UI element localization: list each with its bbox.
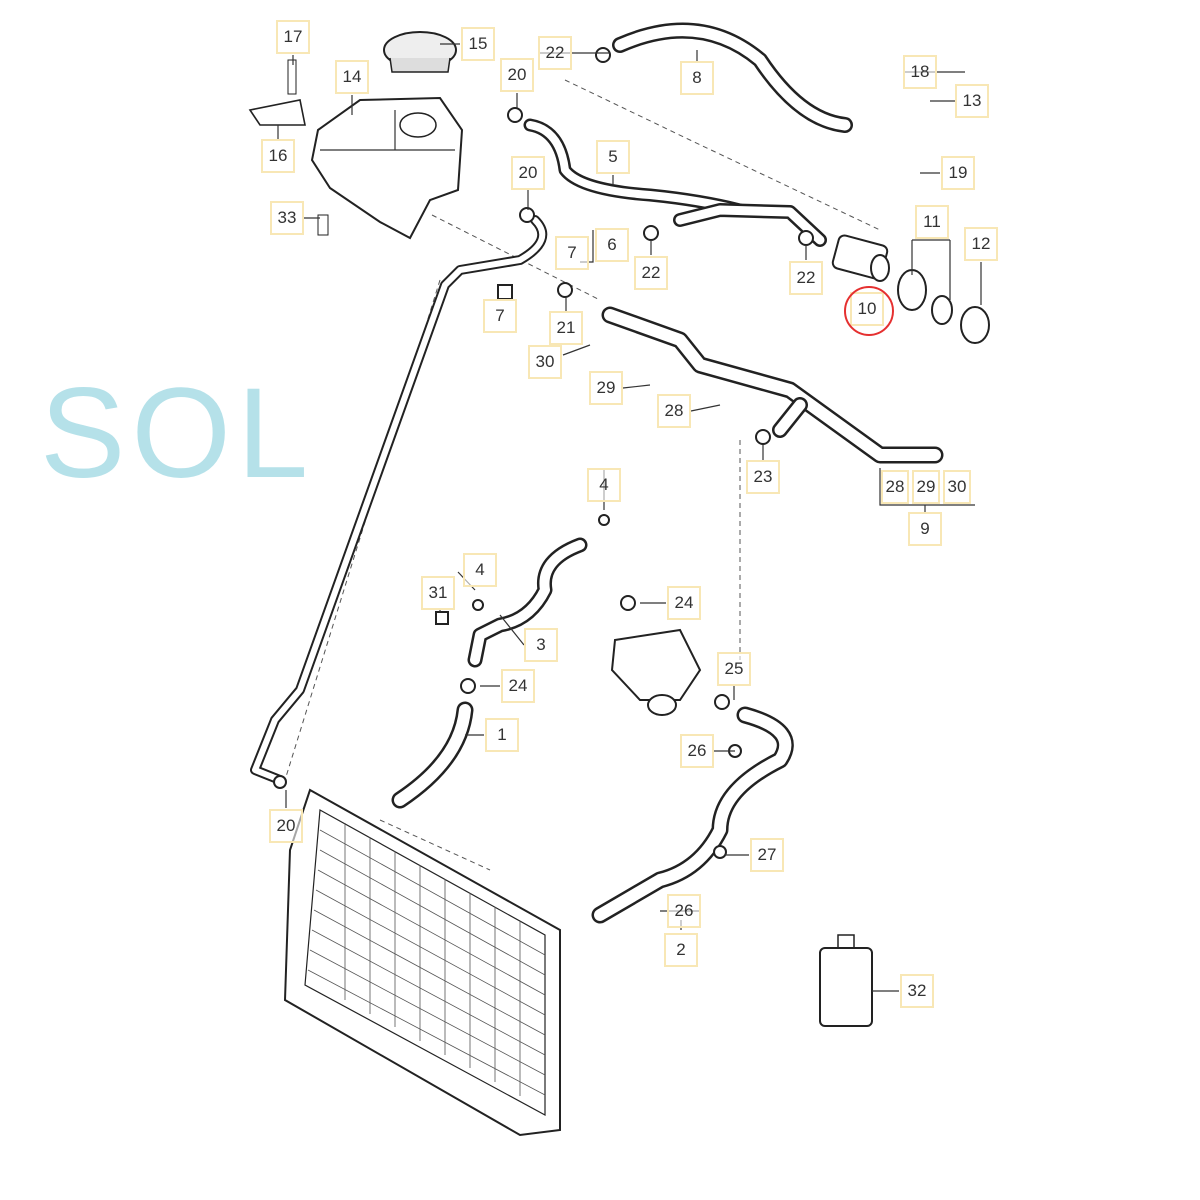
callout-4: 4 bbox=[463, 553, 497, 587]
thermostat-housing bbox=[610, 628, 702, 716]
callout-31: 31 bbox=[421, 576, 455, 610]
callout-30: 30 bbox=[528, 345, 562, 379]
tank-cap bbox=[383, 31, 457, 73]
callout-7: 7 bbox=[555, 236, 589, 270]
callout-33: 33 bbox=[270, 201, 304, 235]
callout-20: 20 bbox=[500, 58, 534, 92]
callout-29: 29 bbox=[912, 470, 940, 504]
callout-6: 6 bbox=[595, 228, 629, 262]
callout-22: 22 bbox=[538, 36, 572, 70]
hoses bbox=[250, 22, 944, 924]
hose-clamps bbox=[273, 47, 814, 859]
callout-27: 27 bbox=[750, 838, 784, 872]
callout-26: 26 bbox=[667, 894, 701, 928]
callout-17: 17 bbox=[276, 20, 310, 54]
callout-11: 11 bbox=[915, 205, 949, 239]
callout-20: 20 bbox=[511, 156, 545, 190]
callout-14: 14 bbox=[335, 60, 369, 94]
callout-3: 3 bbox=[524, 628, 558, 662]
leader-line bbox=[564, 79, 881, 231]
callout-26: 26 bbox=[680, 734, 714, 768]
callout-28: 28 bbox=[657, 394, 691, 428]
callout-20: 20 bbox=[269, 809, 303, 843]
callout-4: 4 bbox=[587, 468, 621, 502]
callout-8: 8 bbox=[680, 61, 714, 95]
callout-2: 2 bbox=[664, 933, 698, 967]
callout-22: 22 bbox=[789, 261, 823, 295]
callout-21: 21 bbox=[549, 311, 583, 345]
callout-29: 29 bbox=[589, 371, 623, 405]
leader-line bbox=[379, 819, 491, 871]
highlight-circle bbox=[844, 286, 894, 336]
callout-7: 7 bbox=[483, 299, 517, 333]
radiator bbox=[283, 788, 561, 1137]
coolant-valve bbox=[831, 234, 890, 282]
seal-parts bbox=[897, 269, 990, 344]
callout-13: 13 bbox=[955, 84, 989, 118]
coolant-bottle bbox=[819, 934, 873, 1027]
callout-23: 23 bbox=[746, 460, 780, 494]
watermark: SOL bbox=[40, 362, 315, 505]
callout-15: 15 bbox=[461, 27, 495, 61]
expansion-tank bbox=[310, 96, 464, 240]
callout-28: 28 bbox=[881, 470, 909, 504]
callout-25: 25 bbox=[717, 652, 751, 686]
callout-24: 24 bbox=[501, 669, 535, 703]
callout-16: 16 bbox=[261, 139, 295, 173]
callout-1: 1 bbox=[485, 718, 519, 752]
callout-19: 19 bbox=[941, 156, 975, 190]
callout-24: 24 bbox=[667, 586, 701, 620]
callout-5: 5 bbox=[596, 140, 630, 174]
callout-22: 22 bbox=[634, 256, 668, 290]
callout-12: 12 bbox=[964, 227, 998, 261]
callout-32: 32 bbox=[900, 974, 934, 1008]
callout-30: 30 bbox=[943, 470, 971, 504]
callout-9: 9 bbox=[908, 512, 942, 546]
callout-18: 18 bbox=[903, 55, 937, 89]
bracket bbox=[248, 59, 329, 236]
